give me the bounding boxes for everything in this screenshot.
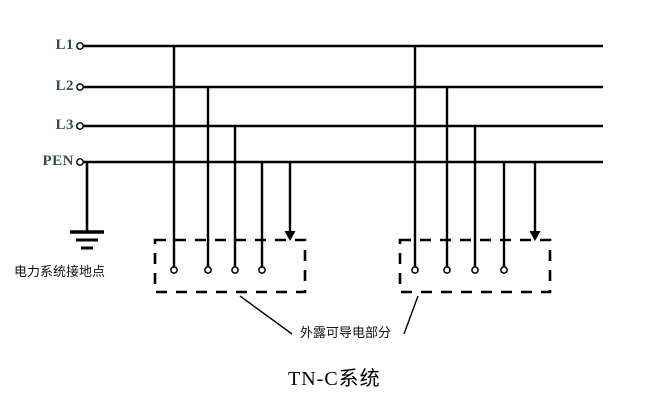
left-equipment-group-pe-arrowhead: [284, 231, 296, 241]
left-equipment-group-terminal-3: [231, 266, 239, 274]
right-equipment-group-pe-arrowhead: [529, 231, 541, 241]
bus-label-l2: L2: [55, 78, 74, 94]
bus-terminal-l3: [76, 122, 84, 130]
ground-point-label: 电力系统接地点: [14, 265, 106, 280]
diagram-title: TN-C系统: [288, 368, 381, 390]
exposed-conductive-parts-label: 外露可导电部分: [300, 326, 392, 341]
left-equipment-group-terminal-4: [258, 266, 266, 274]
bus-label-l1: L1: [55, 37, 74, 53]
right-equipment-group-terminal-3: [471, 266, 479, 274]
left-equipment-group-enclosure: [153, 238, 307, 294]
right-equipment-group-terminal-2: [443, 266, 451, 274]
right-equipment-group-terminal-4: [500, 266, 508, 274]
bus-terminal-l1: [76, 42, 84, 50]
bus-label-pen: PEN: [42, 153, 74, 169]
left-equipment-group-terminal-1: [170, 266, 178, 274]
bus-label-l3: L3: [55, 117, 74, 133]
bus-terminal-l2: [76, 83, 84, 91]
right-equipment-group-terminal-1: [411, 266, 419, 274]
left-equipment-group-terminal-2: [204, 266, 212, 274]
bus-terminal-pen: [76, 158, 84, 166]
leader-line-right: [403, 295, 419, 335]
leader-line-left: [239, 295, 293, 335]
